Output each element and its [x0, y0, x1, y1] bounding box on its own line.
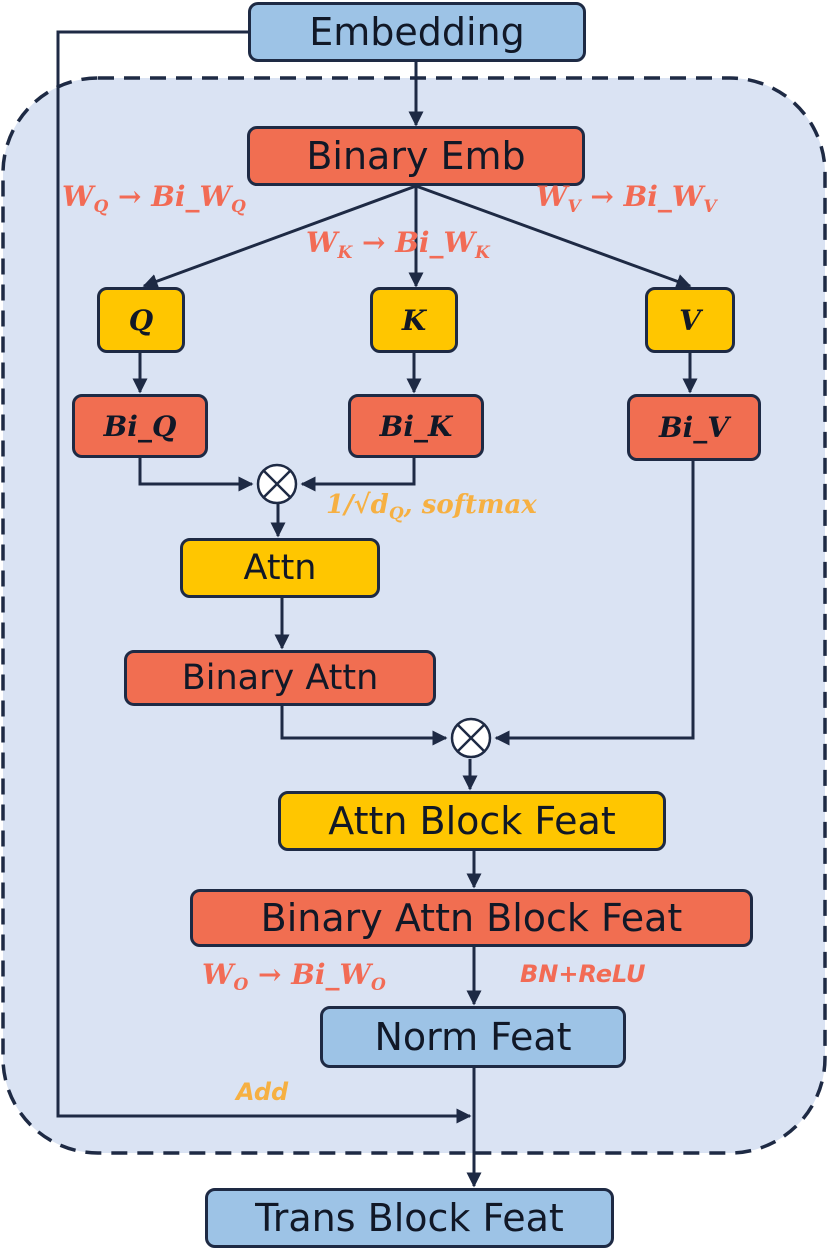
- node-embedding: Embedding: [248, 2, 586, 62]
- node-attn: Attn: [180, 538, 380, 598]
- node-trans-block-feat: Trans Block Feat: [205, 1188, 614, 1248]
- node-v: V: [645, 287, 735, 353]
- node-bi-k: Bi_K: [348, 394, 484, 458]
- multiply-op-2: [450, 717, 492, 759]
- annotation-bn-relu: BN+ReLU: [520, 960, 646, 988]
- block-panel: [1, 76, 827, 1155]
- node-binary-attn-block-feat: Binary Attn Block Feat: [190, 889, 753, 947]
- edge-biv-mult2: [494, 461, 695, 746]
- multiply-op-1: [256, 463, 298, 505]
- node-binary-emb: Binary Emb: [247, 126, 585, 186]
- edge-binary-emb-v: [415, 184, 692, 289]
- annotation-wk: WK → Bi_WK: [306, 226, 490, 263]
- annotation-wq: WQ → Bi_WQ: [62, 180, 246, 217]
- edge-biq-mult1: [138, 458, 254, 492]
- edge-bik-mult1: [300, 458, 416, 492]
- annotation-wv: WV → Bi_WV: [536, 180, 717, 217]
- node-norm-feat: Norm Feat: [320, 1006, 626, 1068]
- annotation-add: Add: [236, 1078, 289, 1106]
- annotation-scale-softmax: 1/√dQ, softmax: [326, 490, 537, 524]
- node-binary-attn: Binary Attn: [124, 650, 436, 706]
- edge-binary-attn-mult2: [280, 706, 448, 746]
- edge-residual-add: [56, 30, 472, 1124]
- node-bi-v: Bi_V: [627, 394, 761, 461]
- node-attn-block-feat: Attn Block Feat: [278, 791, 666, 851]
- annotation-wo: WO → Bi_WO: [202, 958, 386, 995]
- node-k: K: [370, 287, 458, 353]
- node-bi-q: Bi_Q: [72, 394, 208, 458]
- node-q: Q: [97, 287, 185, 353]
- edge-binary-emb-q: [142, 184, 417, 289]
